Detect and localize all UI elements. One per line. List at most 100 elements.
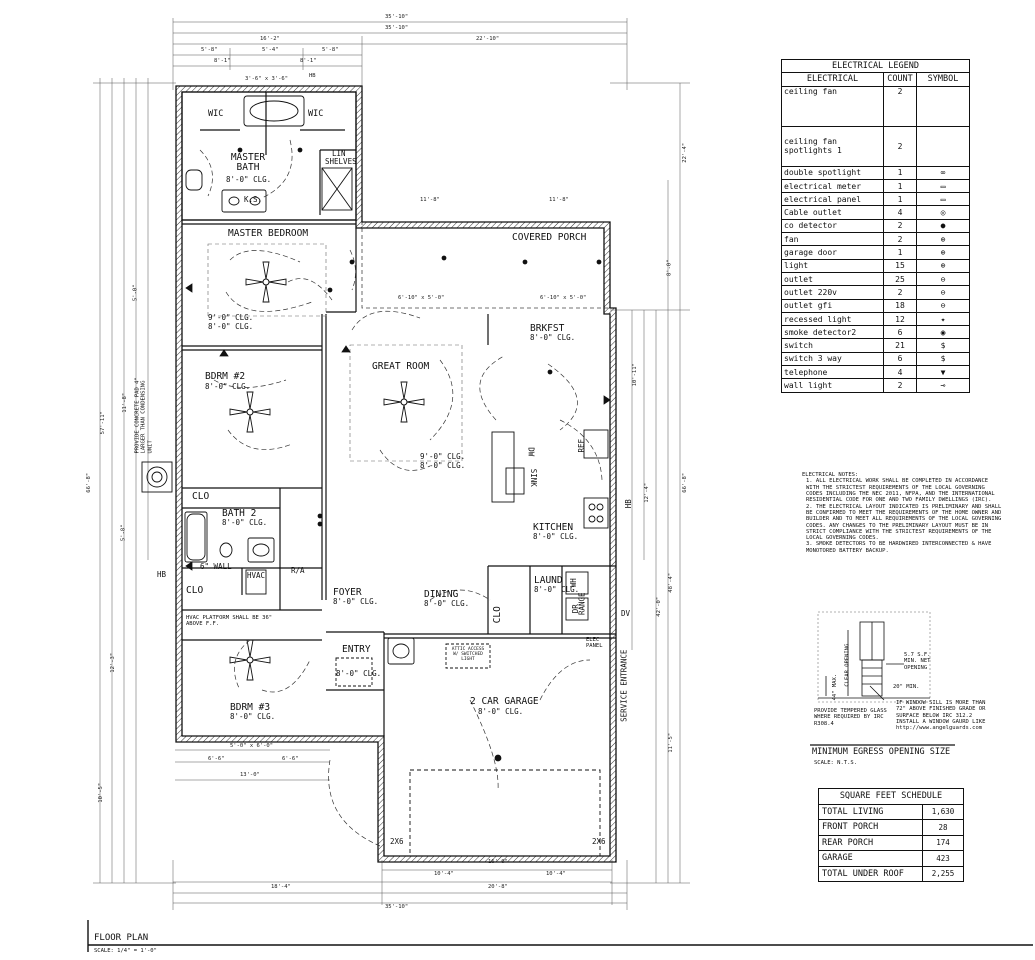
dim-left-d: 11'-8" [122,392,129,413]
legend-count: 1 [883,165,917,180]
notes-title: ELECTRICAL NOTES: [802,472,859,478]
panel-icon: ▭ [916,192,970,207]
outlet-220v-icon: ⊖ [916,285,970,300]
legend-count: 1 [883,178,917,194]
label-2x6-1: 2X6 [390,837,404,846]
dim-right-total: 66'-8" [682,472,689,493]
dim-bottom6: 6'-6" [208,756,225,762]
room-master-bath: MASTER BATH [230,152,266,173]
legend-count: 4 [883,365,917,380]
dim-hb1: HB [309,73,316,79]
room-entry-clg: 8'-0" CLG. [336,669,382,678]
legend-count: 2 [883,232,917,247]
legend-name: outlet [781,271,884,287]
plan-scale: SCALE: 1/4" = 1'-0" [94,948,157,954]
room-brkfst-clg: 8'-0" CLG. [530,333,576,342]
switch-3way-icon: $ [916,351,970,367]
dim-bottom-win: 5'-0" x 6'-0" [230,743,274,749]
room-bdrm2: BDRM #2 [205,371,246,382]
label-sink: SINK [528,468,538,487]
room-lin: LIN [332,149,346,158]
sqft-value: 423 [922,850,964,867]
legend-name: co detector [781,218,884,234]
egress-20in: 20" MIN. [893,684,920,690]
legend-name: smoke detector2 [781,325,884,340]
dim-door-pair: 3'-6" x 3'-6" [245,76,289,82]
fixtures [141,95,609,857]
dim-right7: 10'-11" [631,363,638,387]
room-wic-2: WIC [308,109,324,119]
legend-name: light [781,258,884,273]
meter-icon: ▭ [916,178,970,194]
dimension-lines [93,18,690,910]
room-master-bedroom: MASTER BEDROOM [228,228,309,239]
legend-count: 6 [883,351,917,367]
note-1: 1. ALL ELECTRICAL WORK SHALL BE COMPLETE… [806,478,995,504]
room-master-bedroom-clg2: 8'-0" CLG. [208,322,254,331]
egress-44in: 44" MAX. [832,673,839,701]
egress-detail [87,611,1033,952]
room-master-bedroom-clg1: 9'-0" CLG. [208,313,254,322]
legend-count: 4 [883,205,917,220]
room-master-bath-clg: 8'-0" CLG. [226,175,272,184]
legend-count: 21 [883,338,917,353]
legend-name: electrical panel [781,192,884,207]
sqft-label: REAR PORCH [818,834,923,851]
legend-count: 2 [883,85,917,127]
room-dining-clg: 8'-0" CLG. [424,599,470,608]
outlet-icon: ⊖ [916,271,970,287]
legend-name: recessed light [781,311,884,327]
switch-icon: $ [916,338,970,353]
dim-overall-top2: 35'-10" [385,25,409,31]
legend-name: ceiling fan spotlights 1 [781,125,884,167]
egress-tempered-note: PROVIDE TEMPERED GLASS WHERE REQUIRED BY… [814,708,887,727]
dim-left-c: 5'-8" [120,524,127,542]
light-icon: ⊕ [916,258,970,273]
dim-left-e: 5'-0" [132,284,139,302]
outlet-gfi-icon: ⊖ [916,298,970,313]
electrical-symbols [185,147,611,762]
room-garage: 2 CAR GARAGE [470,696,539,707]
dim-top-right: 22'-10" [476,36,500,42]
egress-sill-note: IF WINDOW SILL IS MORE THAN 72" ABOVE FI… [896,700,986,732]
dim-bottom8: 13'-0" [240,772,260,778]
dim-porch2: 11'-8" [549,197,569,203]
legend-count: 2 [883,378,917,393]
room-foyer: FOYER [333,587,362,598]
legend-col-count: COUNT [883,72,917,87]
legend-title: ELECTRICAL LEGEND [781,58,970,74]
sqft-label: TOTAL LIVING [818,803,923,820]
dim-sub3: 5'-8" [322,47,339,53]
ceiling-fans [207,243,463,681]
label-hvac: HVAC [247,571,266,580]
double-spotlight-icon: ∞ [916,165,970,180]
room-kitchen-clg: 8'-0" CLG. [533,532,579,541]
egress-clear-opening: CLEAR OPENING [844,643,851,687]
recessed-light-icon: ✦ [916,311,970,327]
room-shelves: SHELVES [325,157,357,166]
co-detector-icon: ● [916,218,970,234]
dim-top-left: 16'-2" [260,36,280,42]
sqft-value: 1,630 [922,803,964,820]
legend-name: wall light [781,378,884,393]
label-dv: DV [621,609,631,618]
sqft-value: 174 [922,834,964,851]
cable-outlet-icon: ◎ [916,205,970,220]
dim-bottom7: 6'-6" [282,756,299,762]
room-garage-clg: 8'-0" CLG. [478,707,524,716]
dim-porch-win1: 6'-10" x 5'-0" [398,295,445,301]
legend-col-electrical: ELECTRICAL [781,72,884,87]
legend-name: electrical meter [781,178,884,194]
dim-left-mid: 57'-11" [99,411,106,435]
